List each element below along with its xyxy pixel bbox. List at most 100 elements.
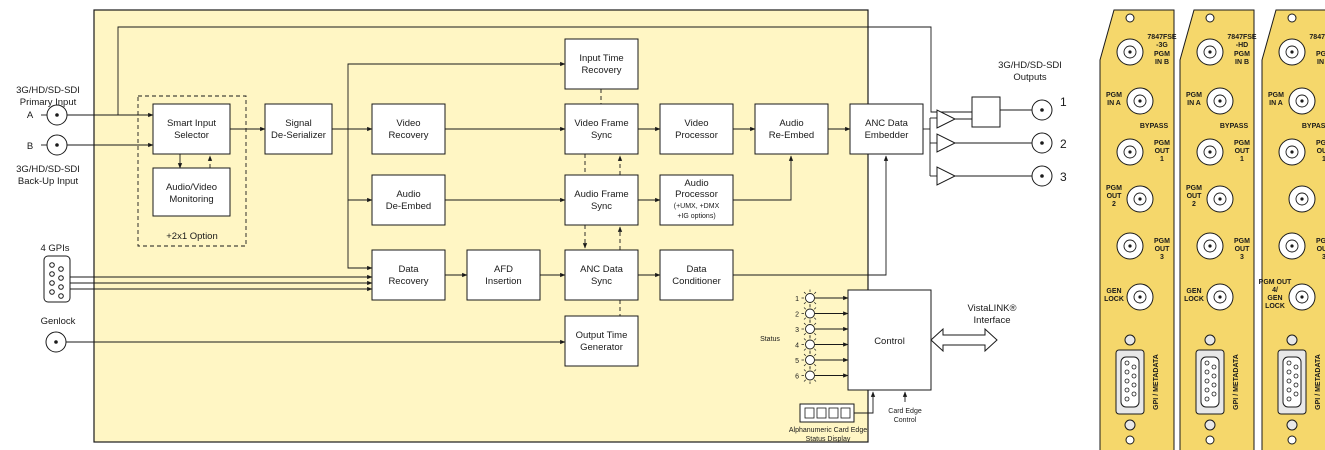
svg-text:Sync: Sync (591, 276, 612, 287)
svg-text:Sync: Sync (591, 201, 612, 212)
gen-lock-label-2: 4/ (1272, 287, 1278, 294)
bnc-input-b-icon (41, 134, 68, 156)
pgm-out-1-label: PGM (1154, 140, 1170, 147)
status-led-number: 5 (795, 358, 799, 365)
bypass-label: BYPASS (1140, 123, 1169, 130)
pgm-out-3-label: PGM (1234, 238, 1250, 245)
backup-input-title: 3G/HD/SD-SDI (16, 164, 80, 175)
display-label-2: Status Display (806, 436, 851, 443)
pgm-out-1-label-2: OUT (1235, 148, 1251, 155)
audio-reembed-block: Audio Re-Embed (754, 103, 829, 155)
pgm-in-a-label: PGM (1186, 92, 1202, 99)
pgm-in-a-label-2: IN A (1269, 100, 1283, 107)
genlock-label: Genlock (41, 316, 76, 327)
svg-text:Audio: Audio (779, 118, 803, 129)
pgm-out-3-label-2: OUT (1317, 246, 1325, 253)
input-a-label: A (27, 110, 34, 121)
svg-text:Video Frame: Video Frame (574, 118, 628, 129)
panel-model-variant-label: -3G (1156, 42, 1168, 49)
svg-text:Video: Video (396, 118, 420, 129)
pgm-in-b-label-2: IN B (1155, 59, 1169, 66)
status-led-number: 2 (795, 312, 799, 319)
svg-text:Insertion: Insertion (485, 276, 521, 287)
status-label: Status (760, 336, 780, 343)
svg-text:Video: Video (684, 118, 708, 129)
pgm-out-3-label-3: 3 (1160, 254, 1164, 261)
pgm-out-3-label: PGM (1154, 238, 1170, 245)
vistalink-double-arrow-icon (930, 327, 998, 353)
pgm-out-1-label: PGM (1234, 140, 1250, 147)
bnc-pgm-in-a-icon (1288, 87, 1316, 115)
signal-deserializer-block: Signal De-Serializer (264, 103, 333, 155)
svg-text:Data: Data (398, 264, 419, 275)
svg-text:ANC Data: ANC Data (580, 264, 623, 275)
gen-lock-label: PGM OUT (1259, 279, 1292, 286)
pgm-in-b-label-2: IN B (1235, 59, 1249, 66)
primary-input-title: 3G/HD/SD-SDI (16, 85, 80, 96)
bnc-pgm-out-3-icon (1278, 232, 1306, 260)
pgm-out-2-label-2: OUT (1107, 193, 1123, 200)
bnc-genlock-icon (1126, 283, 1154, 311)
gpi-metadata-label: GPI / METADATA (1315, 354, 1322, 410)
svg-text:Data: Data (686, 264, 707, 275)
pgm-in-a-label-2: IN A (1187, 100, 1201, 107)
bnc-genlock-icon (1206, 283, 1234, 311)
svg-text:ANC Data: ANC Data (865, 118, 908, 129)
svg-text:Conditioner: Conditioner (672, 276, 721, 287)
backup-input-label: Back-Up Input (18, 176, 79, 187)
svg-text:De-Serializer: De-Serializer (271, 130, 326, 141)
output-3-label: 3 (1060, 170, 1067, 184)
bnc-pgm-in-b-icon (1278, 38, 1306, 66)
bnc-genlock-icon (1288, 283, 1316, 311)
afd-insertion-block: AFD Insertion (466, 249, 541, 301)
bnc-pgm-in-b-icon (1196, 38, 1224, 66)
svg-text:Input Time: Input Time (579, 53, 623, 64)
status-led-number: 3 (795, 327, 799, 334)
status-led-2: 2 (795, 305, 849, 322)
svg-text:Signal: Signal (285, 118, 311, 129)
output-2-label: 2 (1060, 137, 1067, 151)
svg-text:Selector: Selector (174, 130, 209, 141)
svg-text:(+UMX, +DMX: (+UMX, +DMX (674, 203, 720, 210)
bnc-pgm-out-1-icon (1278, 138, 1306, 166)
pgm-out-3-label-3: 3 (1240, 254, 1244, 261)
pgm-out-3-label-3: 3 (1322, 254, 1325, 261)
smart-input-selector-block: Smart Input Selector (152, 103, 231, 155)
svg-text:Control: Control (874, 336, 905, 347)
svg-text:Sync: Sync (591, 130, 612, 141)
status-led-number: 1 (795, 296, 799, 303)
pgm-out-2-label: PGM (1106, 185, 1122, 192)
pgm-out-1-label-3: 1 (1160, 156, 1164, 163)
display-label-1: Alphanumeric Card Edge (789, 427, 867, 434)
input-time-recovery-block: Input Time Recovery (564, 38, 639, 90)
status-led-6: 6 (795, 367, 849, 384)
bnc-pgm-out-3-icon (1196, 232, 1224, 260)
status-led-5: 5 (795, 351, 849, 369)
pgm-out-1-label-3: 1 (1240, 156, 1244, 163)
pgm-out-3-label-2: OUT (1155, 246, 1171, 253)
bnc-pgm-out-1-icon (1196, 138, 1224, 166)
svg-text:Processor: Processor (675, 189, 718, 200)
gpi-metadata-connector-icon (1115, 334, 1145, 431)
bypass-label: BYPASS (1302, 123, 1325, 130)
pgm-out-1-label-3: 1 (1322, 156, 1325, 163)
panel-model-variant-label: -HD (1236, 42, 1248, 49)
panel-model-label: 7847FSE (1227, 34, 1257, 41)
pgm-out-2-label-3: 2 (1112, 201, 1116, 208)
pgm-in-b-label: PGM (1154, 51, 1170, 58)
option-label: +2x1 Option (166, 231, 218, 242)
bnc-pgm-out-2-icon (1126, 185, 1154, 213)
gen-lock-label-2: LOCK (1184, 296, 1204, 303)
pgm-out-2-label: PGM (1186, 185, 1202, 192)
gpi-metadata-connector-icon (1195, 334, 1225, 431)
status-led-4: 4 (795, 336, 849, 353)
primary-input-label: Primary Input (20, 97, 77, 108)
bnc-pgm-out-1-icon (1116, 138, 1144, 166)
svg-text:Processor: Processor (675, 130, 718, 141)
gpi-metadata-connector-icon (1277, 334, 1307, 431)
svg-text:Audio: Audio (396, 189, 420, 200)
gen-lock-label-3: GEN (1267, 295, 1282, 302)
